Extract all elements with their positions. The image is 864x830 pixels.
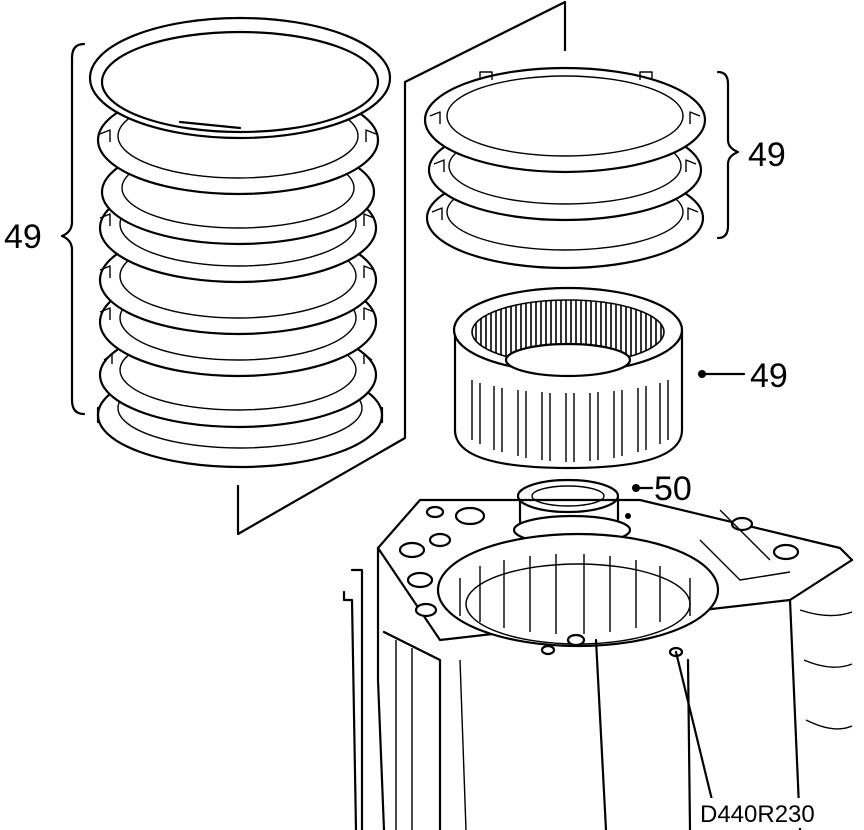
left-clutch-pack <box>88 16 392 469</box>
left-bracket <box>60 42 86 416</box>
right-clutch-pack <box>423 66 707 270</box>
drawing-code: D440R230 <box>700 801 815 828</box>
callout-drum: 49 <box>750 357 788 395</box>
code-backdrop <box>696 798 860 828</box>
leader-dot <box>625 513 631 519</box>
callout-right-stack: 49 <box>748 136 786 174</box>
assembly-guide-line <box>403 0 567 84</box>
clutch-plate <box>423 66 707 174</box>
transmission-housing <box>342 498 854 830</box>
snap-ring <box>88 16 392 140</box>
callout-seal: 50 <box>654 470 692 508</box>
clutch-drum <box>452 286 684 470</box>
assembly-guide-line <box>236 80 407 536</box>
right-bracket <box>716 70 740 240</box>
callout-left-stack: 49 <box>4 218 42 256</box>
